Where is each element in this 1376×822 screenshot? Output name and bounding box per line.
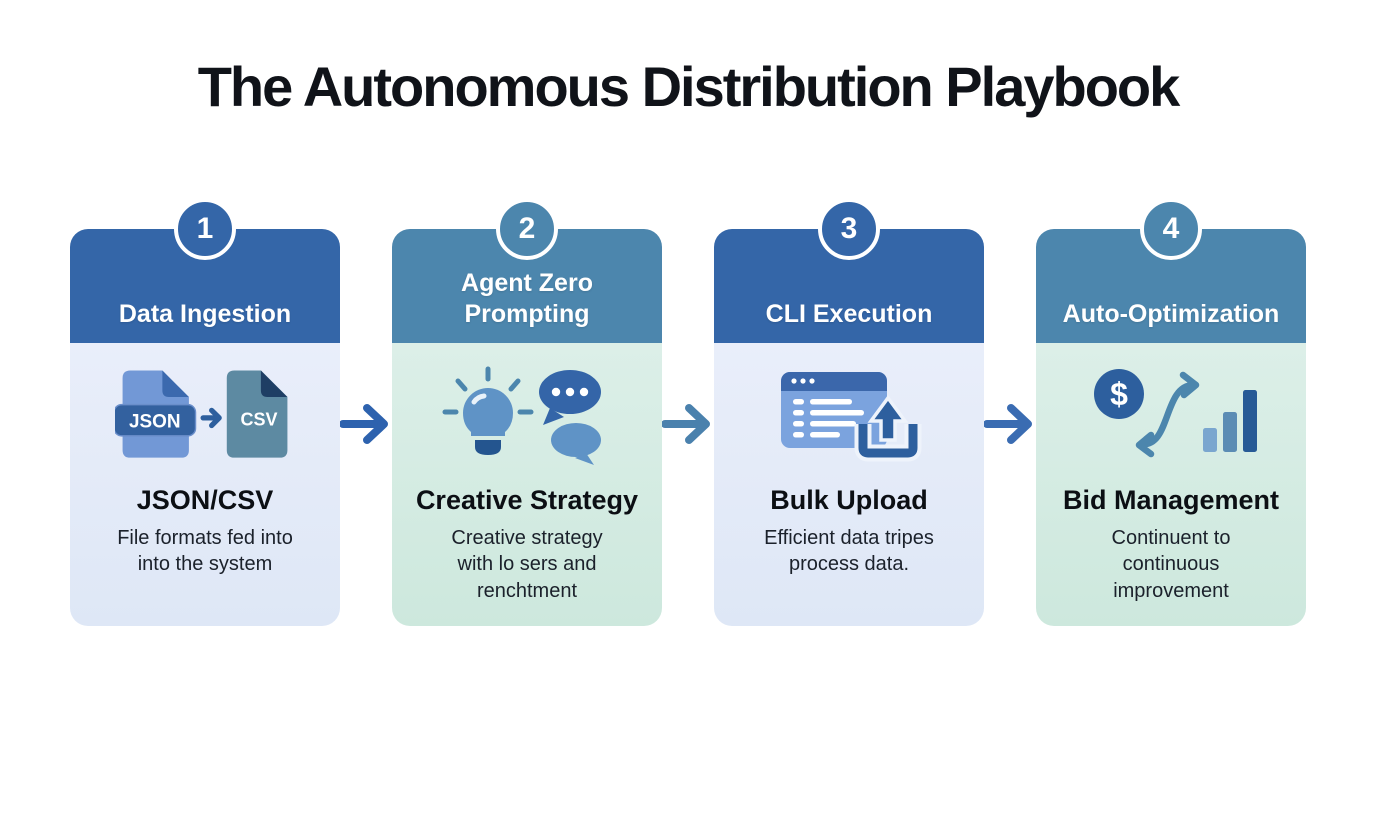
step-card-cli-execution: 3 CLI Execution	[714, 198, 984, 626]
window-upload-icon	[769, 363, 929, 469]
step-item-title: Creative Strategy	[415, 485, 639, 515]
arrow-step2-to-step3-icon	[662, 401, 714, 447]
step-item-description: Efficient data tripes process data.	[764, 527, 934, 576]
step-item-description: Creative strategy with lo sers and rench…	[451, 527, 603, 602]
page-title: The Autonomous Distribution Playbook	[197, 55, 1181, 118]
step-card-agent-zero-prompting: 2 Agent Zero Prompting	[392, 198, 662, 626]
step-number-badge: 1	[174, 198, 236, 260]
step-header-title: Data Ingestion	[118, 299, 292, 328]
step-header-title: Agent Zero Prompting	[461, 269, 593, 328]
step-header-title: CLI Execution	[765, 299, 933, 328]
step-item-description: Continuent to continuous improvement	[1111, 527, 1231, 602]
step-header-title: Auto-Optimization	[1062, 299, 1280, 328]
step-item-title: Bid Management	[1062, 485, 1280, 515]
step-number-badge: 4	[1140, 198, 1202, 260]
lightbulb-chat-bubbles-icon	[438, 363, 616, 469]
step-card-data-ingestion: 1 Data Ingestion JSON CSV	[70, 198, 340, 626]
json-to-csv-files-icon: JSON CSV	[115, 363, 295, 469]
dollar-swap-barchart-icon: $	[1083, 363, 1259, 469]
step-item-description: File formats fed into into the system	[117, 527, 293, 576]
arrow-step3-to-step4-icon	[984, 401, 1036, 447]
svg-text:JSON: JSON	[129, 411, 181, 432]
step-number-badge: 3	[818, 198, 880, 260]
step-card-auto-optimization: 4 Auto-Optimization $ Bid	[1036, 198, 1306, 626]
svg-text:$: $	[1110, 376, 1128, 412]
step-header: Auto-Optimization	[1036, 229, 1306, 343]
svg-text:CSV: CSV	[240, 409, 277, 429]
process-flow: 1 Data Ingestion JSON CSV	[0, 198, 1376, 626]
arrow-step1-to-step2-icon	[340, 401, 392, 447]
step-item-title: Bulk Upload	[770, 485, 928, 515]
step-number-badge: 2	[496, 198, 558, 260]
step-item-title: JSON/CSV	[136, 485, 274, 515]
